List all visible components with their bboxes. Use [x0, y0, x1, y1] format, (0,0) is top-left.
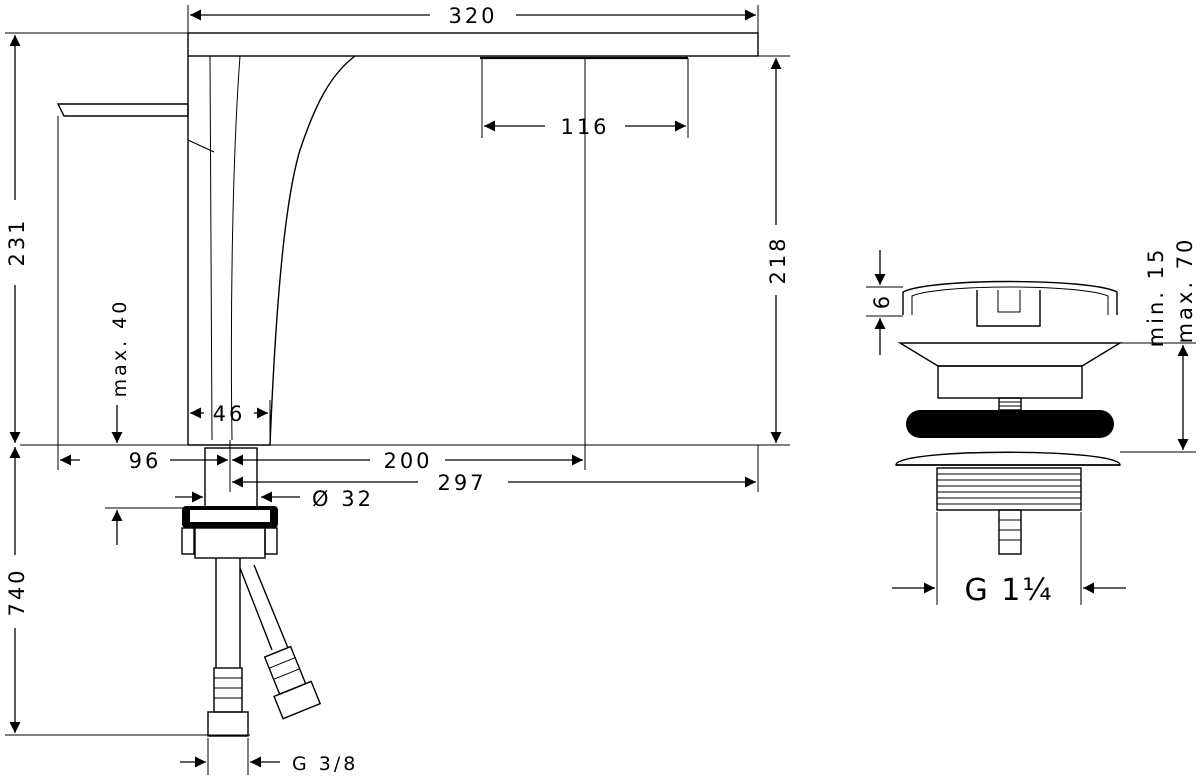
valve-dimensions: 6 min. 15 max. 70 G 1¼ — [866, 237, 1197, 608]
dim-body-width: 46 — [213, 402, 246, 426]
mounting-assembly — [181, 447, 322, 737]
spout-slab — [187, 32, 759, 57]
valve-cap — [902, 280, 1118, 315]
dim-spout-height: 218 — [766, 235, 790, 284]
waste-valve — [895, 280, 1123, 555]
dim-connection: G 3/8 — [292, 753, 358, 775]
dim-spout-outlet: 116 — [560, 115, 609, 139]
dim-total-length: 320 — [448, 4, 497, 28]
hose-fitting — [213, 667, 243, 713]
dim-thread-size: G 1¼ — [965, 573, 1054, 608]
faucet-body-curve — [188, 55, 356, 446]
dim-cap-height: 6 — [870, 293, 894, 309]
valve-flange — [897, 342, 1123, 367]
dim-max-deck: max. 40 — [109, 299, 131, 398]
dim-total-height: 231 — [5, 217, 29, 266]
dim-install-height: 740 — [5, 567, 29, 616]
dim-thickness-min: min. 15 — [1144, 247, 1168, 348]
dim-hole-diameter: Ø 32 — [312, 487, 374, 511]
dim-outlet-reach: 200 — [383, 449, 432, 473]
dim-reach-tip: 297 — [437, 471, 486, 495]
hose-nut — [207, 711, 249, 737]
dim-thickness-max: max. 70 — [1173, 237, 1197, 344]
faucet-dimensions: 320 116 218 231 740 46 max. 40 — [5, 4, 790, 775]
dim-lever-offset: 96 — [129, 449, 162, 473]
valve-gasket — [906, 410, 1114, 438]
faucet-outline — [20, 32, 790, 470]
lever-handle — [56, 103, 189, 117]
